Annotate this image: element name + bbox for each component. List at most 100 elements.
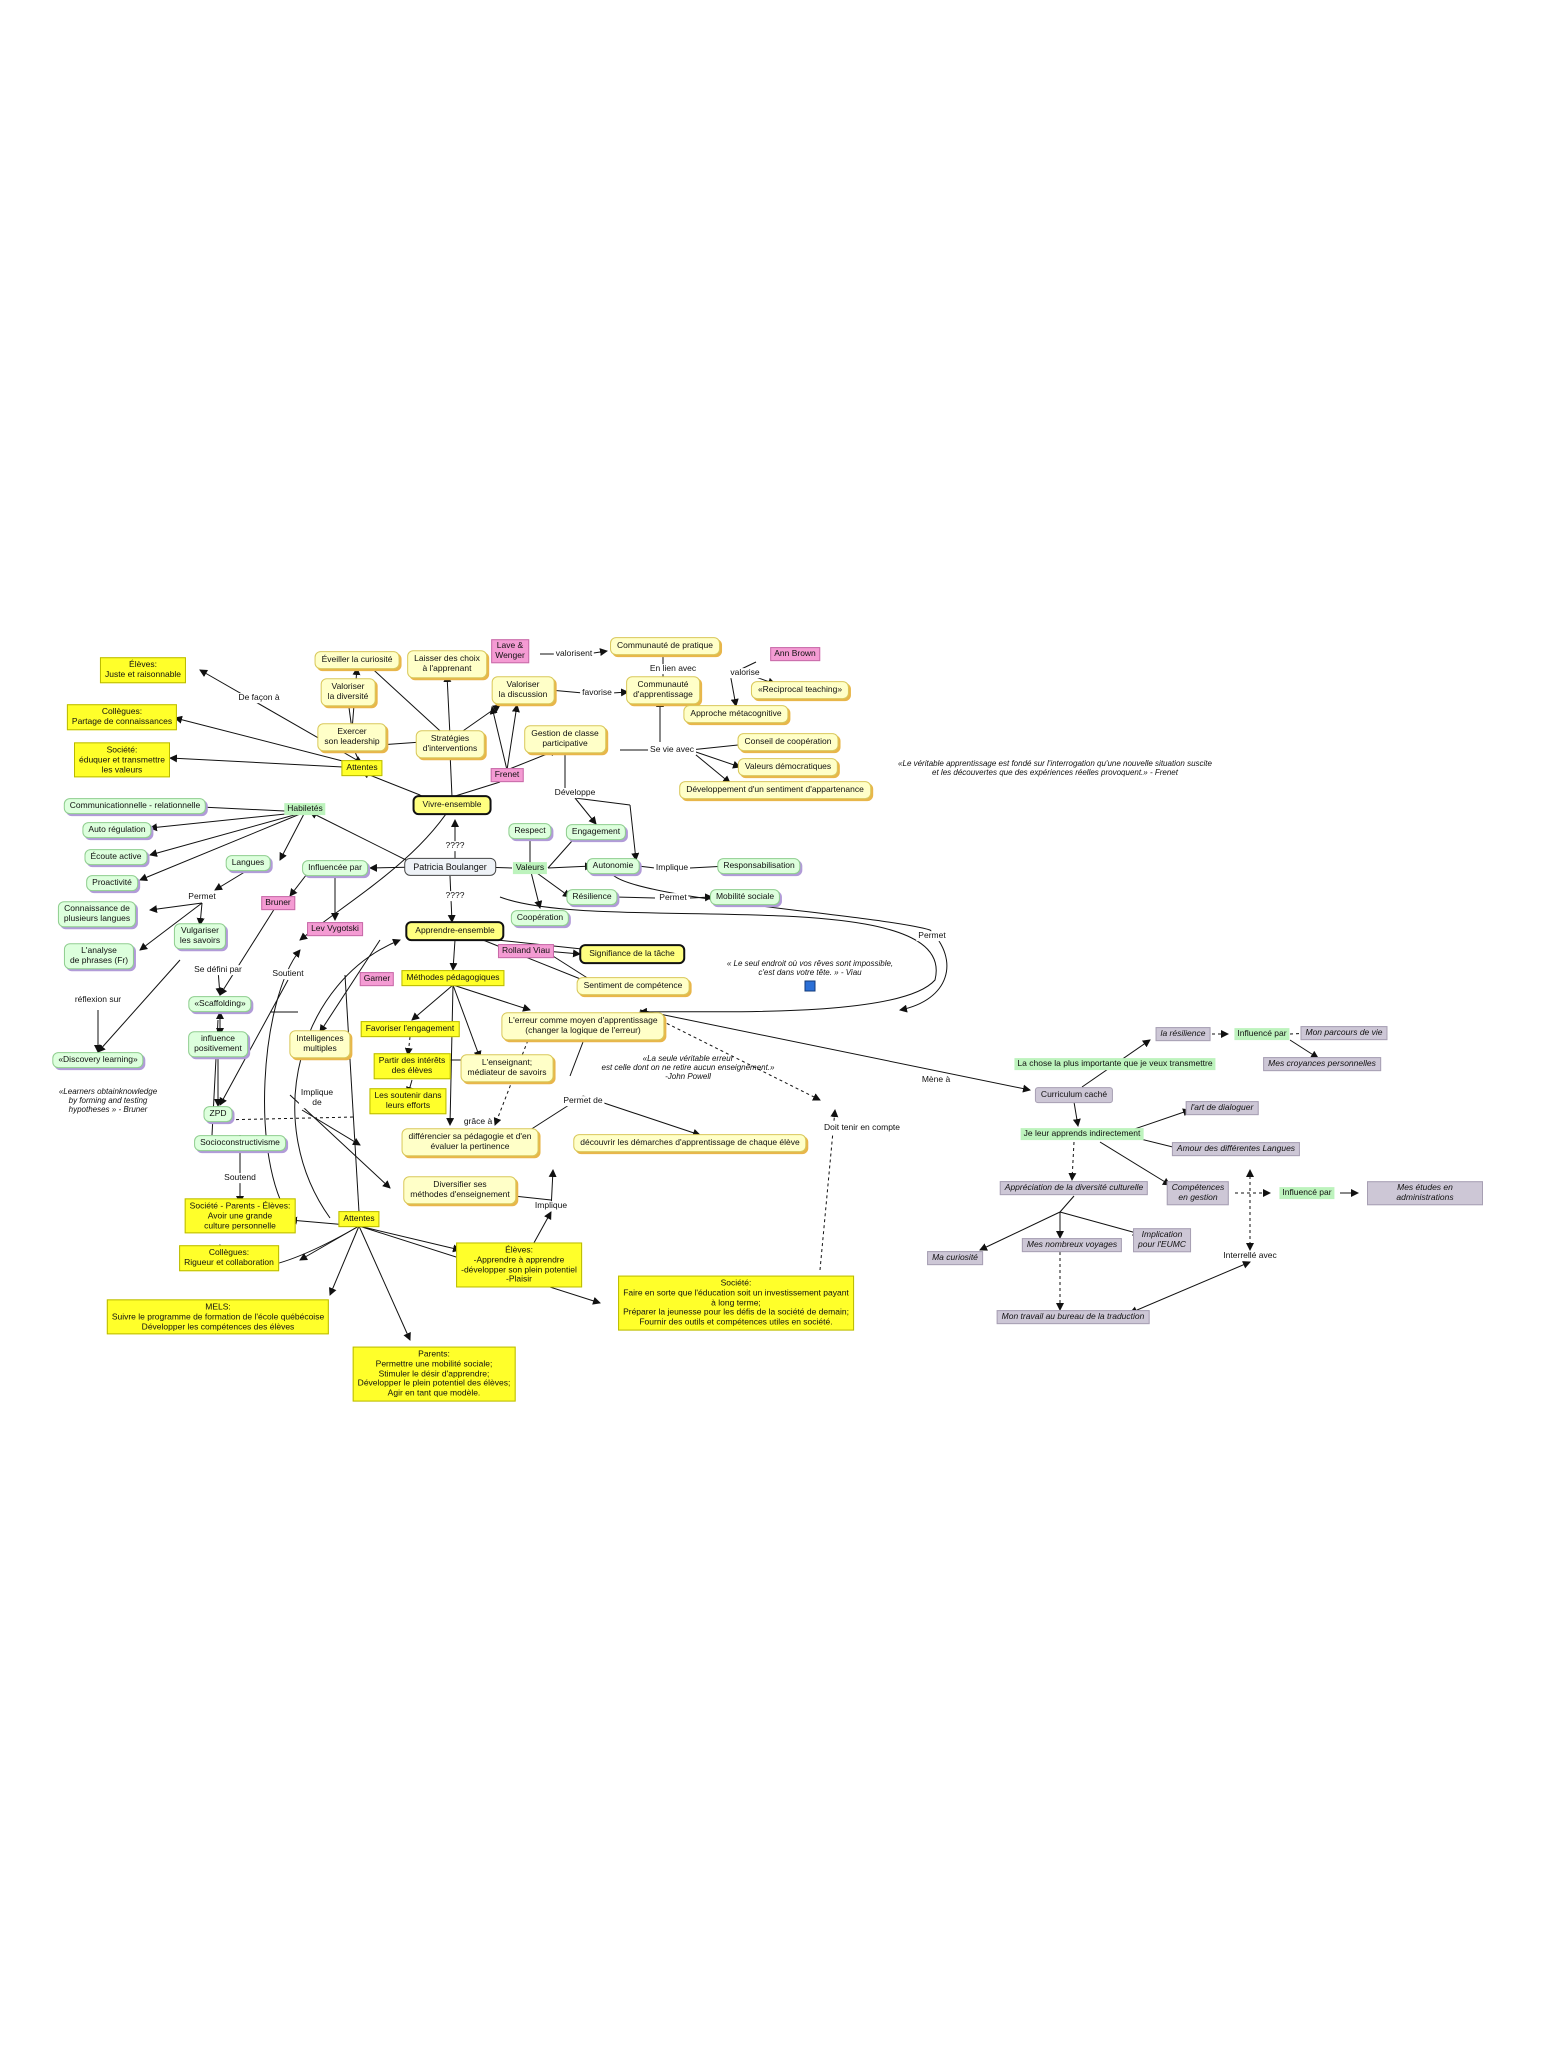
node-societe-parents[interactable]: Société - Parents - Élèves: Avoir une gr…	[184, 1198, 296, 1234]
node-erreur[interactable]: L'erreur comme moyen d'apprentissage (ch…	[501, 1012, 665, 1040]
node-analyse[interactable]: L'analyse de phrases (Fr)	[63, 943, 135, 969]
node-auto-reg[interactable]: Auto régulation	[82, 822, 152, 838]
node-habiletes[interactable]: Habiletés	[284, 803, 326, 815]
node-curiosite[interactable]: Ma curiosité	[927, 1251, 983, 1265]
node-influence-par1[interactable]: Influencé par	[1234, 1028, 1290, 1040]
node-parcours[interactable]: Mon parcours de vie	[1300, 1026, 1388, 1040]
node-respect[interactable]: Respect	[508, 823, 552, 839]
node-comm-app[interactable]: Communauté d'apprentissage	[626, 676, 700, 704]
edge	[506, 704, 520, 771]
node-rolland[interactable]: Rolland Viau	[497, 944, 555, 958]
node-autonomie[interactable]: Autonomie	[586, 858, 640, 874]
node-apprends[interactable]: Je leur apprends indirectement	[1020, 1128, 1144, 1140]
node-influencee[interactable]: Influencée par	[302, 860, 368, 876]
node-favoriser[interactable]: Favoriser l'engagement	[360, 1021, 460, 1037]
node-apprendre[interactable]: Apprendre-ensemble	[405, 921, 505, 941]
node-engagement[interactable]: Engagement	[565, 824, 627, 840]
node-signifiance[interactable]: Signifiance de la tâche	[579, 944, 685, 964]
node-eveiller[interactable]: Éveiller la curiosité	[314, 651, 400, 669]
node-sentiment-comp[interactable]: Sentiment de compétence	[576, 977, 690, 995]
node-comm-pratique[interactable]: Communauté de pratique	[610, 637, 720, 655]
node-etudes[interactable]: Mes études en administrations	[1367, 1181, 1483, 1205]
center-node[interactable]: Patricia Boulanger	[404, 857, 496, 877]
node-vygotski[interactable]: Lev Vygotski	[307, 922, 363, 936]
node-reciprocal[interactable]: «Reciprocal teaching»	[750, 681, 850, 699]
node-appreciation[interactable]: Appréciation de la diversité culturelle	[999, 1181, 1149, 1195]
node-dialoguer[interactable]: l'art de dialoguer	[1185, 1101, 1259, 1115]
node-influence-par2[interactable]: Influencé par	[1279, 1187, 1335, 1199]
node-vulgariser[interactable]: Vulgariser les savoirs	[173, 923, 227, 949]
edge	[629, 804, 640, 861]
edge	[446, 984, 455, 1126]
node-gestion[interactable]: Gestion de classe participative	[524, 725, 606, 753]
node-cooperation[interactable]: Coopération	[510, 910, 570, 926]
node-intelligences[interactable]: Intelligences multiples	[289, 1030, 351, 1058]
node-societe-faire[interactable]: Société: Faire en sorte que l'éducation …	[618, 1275, 854, 1331]
node-langues[interactable]: Langues	[225, 855, 271, 871]
node-collegues-partage[interactable]: Collègues: Partage de connaissances	[66, 704, 178, 730]
node-strategies[interactable]: Stratégies d'interventions	[415, 730, 485, 758]
node-travail[interactable]: Mon travail au bureau de la traduction	[996, 1310, 1150, 1324]
node-valoriser-div[interactable]: Valoriser la diversité	[320, 678, 376, 706]
node-vivre[interactable]: Vivre-ensemble	[412, 795, 492, 815]
node-zpd[interactable]: ZPD	[203, 1106, 233, 1122]
node-differencier[interactable]: différencier sa pédagogie et d'en évalue…	[401, 1128, 539, 1156]
node-approche-meta[interactable]: Approche métacognitive	[683, 705, 789, 723]
edge	[489, 706, 508, 771]
node-connaissance[interactable]: Connaissance de plusieurs langues	[57, 901, 137, 927]
node-collegues-rig[interactable]: Collègues: Rigueur et collaboration	[179, 1245, 279, 1271]
node-scaffolding[interactable]: «Scaffolding»	[188, 996, 252, 1012]
node-communic[interactable]: Communicationnelle - relationnelle	[63, 798, 207, 814]
edge	[549, 689, 584, 694]
node-dev-sentiment[interactable]: Développement d'un sentiment d'appartena…	[679, 781, 871, 799]
link-label-developpe: Développe	[552, 787, 598, 798]
edge	[819, 1109, 839, 1271]
node-attentes-top[interactable]: Attentes	[341, 760, 383, 776]
node-societe-eduquer[interactable]: Société: éduquer et transmettre les vale…	[74, 742, 170, 778]
node-frenet[interactable]: Frenet	[490, 768, 524, 782]
node-competences-g[interactable]: Compétences en gestion	[1166, 1181, 1230, 1205]
node-voyages[interactable]: Mes nombreux voyages	[1021, 1238, 1123, 1252]
node-enseignant[interactable]: L'enseignant; médiateur de savoirs	[460, 1054, 554, 1082]
node-influence-pos[interactable]: influence positivement	[188, 1031, 248, 1057]
node-curriculum[interactable]: Curriculum caché	[1034, 1087, 1114, 1103]
node-diversifier[interactable]: Diversifier ses méthodes d'enseignement	[403, 1176, 517, 1204]
node-attentes-bot[interactable]: Attentes	[338, 1211, 380, 1227]
node-soutenir[interactable]: Les soutenir dans leurs efforts	[369, 1088, 447, 1114]
node-responsab[interactable]: Responsabilisation	[717, 858, 801, 874]
node-implication[interactable]: Implication pour l'EUMC	[1133, 1228, 1191, 1252]
node-conseil[interactable]: Conseil de coopération	[737, 733, 839, 751]
node-partir[interactable]: Partir des intérêts des élèves	[373, 1053, 451, 1079]
node-eleves-juste[interactable]: Élèves: Juste et raisonnable	[99, 657, 187, 683]
node-proactivite[interactable]: Proactivité	[86, 875, 138, 891]
node-exercer[interactable]: Exercer son leadership	[317, 723, 387, 751]
link-label-sedefini: Se défini par	[192, 964, 244, 975]
node-methodes[interactable]: Méthodes pédagogiques	[401, 970, 505, 986]
node-la-resilience[interactable]: la résilience	[1155, 1027, 1211, 1041]
node-bruner[interactable]: Bruner	[261, 896, 295, 910]
node-mobilite[interactable]: Mobilité sociale	[709, 889, 781, 905]
edge	[452, 984, 531, 1012]
node-socio[interactable]: Socioconstructivisme	[194, 1135, 286, 1151]
node-mels[interactable]: MELS: Suivre le programme de formation d…	[106, 1299, 330, 1335]
edge	[219, 899, 281, 996]
edge	[574, 797, 597, 825]
node-gardner[interactable]: Garner	[359, 972, 395, 986]
node-croyances[interactable]: Mes croyances personnelles	[1263, 1057, 1381, 1071]
node-lave[interactable]: Lave & Wenger	[491, 639, 529, 663]
node-ecoute[interactable]: Écoute active	[84, 849, 148, 865]
node-amour[interactable]: Amour des différentes Langues	[1171, 1142, 1301, 1156]
node-chose[interactable]: La chose la plus importante que je veux …	[1014, 1058, 1216, 1070]
note-icon[interactable]	[804, 980, 816, 992]
edge	[344, 974, 360, 1213]
node-valoriser-disc[interactable]: Valoriser la discussion	[491, 676, 555, 704]
node-eleves-app[interactable]: Élèves: -Apprendre à apprendre -développ…	[456, 1242, 582, 1288]
node-valeurs[interactable]: Valeurs	[512, 862, 548, 874]
node-valeurs-dem[interactable]: Valeurs démocratiques	[737, 758, 839, 776]
node-laisser[interactable]: Laisser des choix à l'apprenant	[407, 650, 487, 678]
node-discovery[interactable]: «Discovery learning»	[52, 1052, 144, 1068]
node-ann-brown[interactable]: Ann Brown	[770, 647, 820, 661]
node-decouvrir[interactable]: découvrir les démarches d'apprentissage …	[573, 1134, 807, 1152]
node-resilience[interactable]: Résilience	[566, 889, 618, 905]
node-parents[interactable]: Parents: Permettre une mobilité sociale;…	[352, 1346, 516, 1402]
